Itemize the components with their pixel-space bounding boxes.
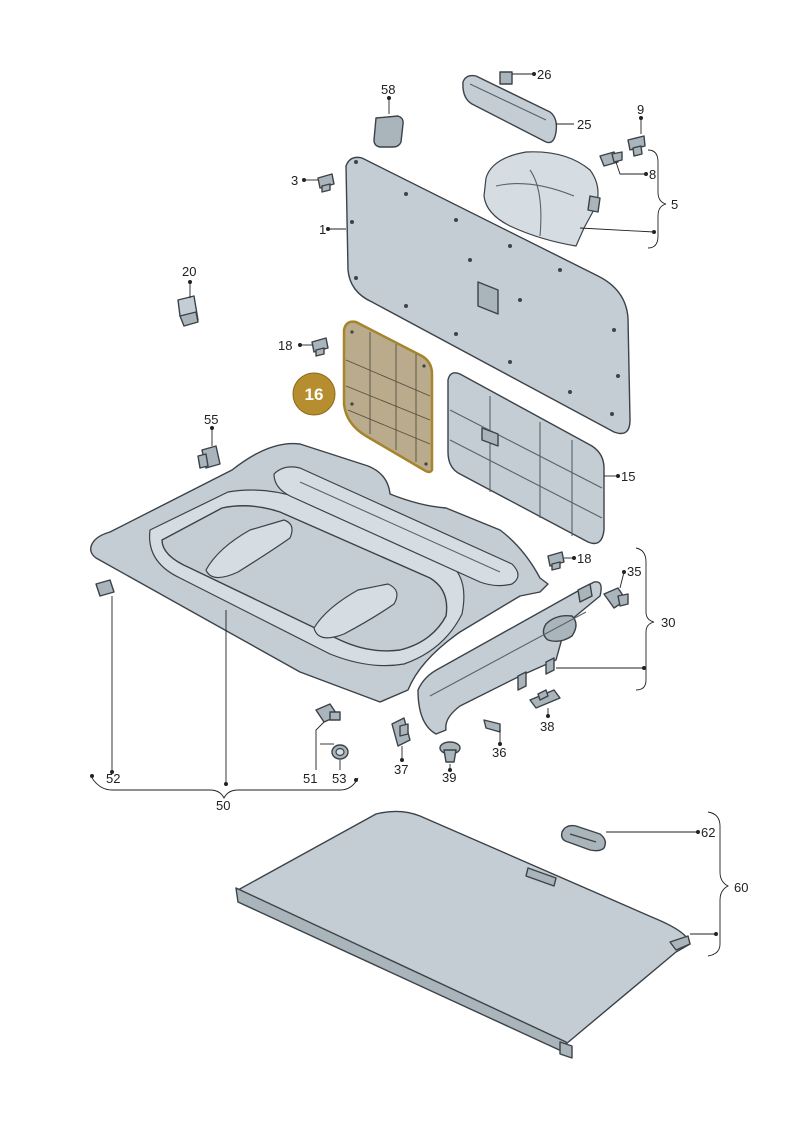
- part-5-cover[interactable]: [483, 151, 601, 247]
- part-15-ribs: [449, 396, 603, 536]
- part-1-panel[interactable]: [345, 156, 631, 435]
- part-51-clip[interactable]: [315, 703, 341, 723]
- label-18-upper: 18: [278, 338, 292, 353]
- label-35: 35: [627, 564, 641, 579]
- part-36-screw[interactable]: [483, 719, 501, 733]
- part-37-clip[interactable]: [391, 717, 411, 747]
- part-38-clip[interactable]: [529, 689, 561, 709]
- part-1-holes: [350, 160, 620, 416]
- part-20-bracket[interactable]: [177, 295, 199, 327]
- part-35-clip[interactable]: [603, 587, 629, 609]
- part-53-grommet[interactable]: [331, 744, 349, 760]
- part-8-clip[interactable]: [599, 151, 623, 167]
- label-36: 36: [492, 745, 506, 760]
- part-16-panel-highlighted[interactable]: [342, 320, 434, 474]
- part-52-clip[interactable]: [95, 579, 115, 597]
- part-62-handle[interactable]: [560, 824, 607, 852]
- label-20: 20: [182, 264, 196, 279]
- part-9-screw[interactable]: [627, 135, 646, 157]
- part-3-clip[interactable]: [317, 173, 335, 193]
- label-15: 15: [621, 469, 635, 484]
- part-58-cap[interactable]: [373, 115, 404, 148]
- label-8: 8: [649, 167, 656, 182]
- part-55-clip[interactable]: [197, 445, 221, 469]
- label-5: 5: [671, 197, 678, 212]
- leader-lines: [90, 72, 730, 957]
- label-30: 30: [661, 615, 675, 630]
- label-53: 53: [332, 771, 346, 786]
- label-3: 3: [291, 173, 298, 188]
- label-55: 55: [204, 412, 218, 427]
- label-9: 9: [637, 102, 644, 117]
- part-18-clip-lower[interactable]: [547, 551, 565, 571]
- label-1: 1: [319, 222, 326, 237]
- part-25-trim-strip[interactable]: [462, 71, 558, 144]
- label-18-lower: 18: [577, 551, 591, 566]
- part-39-plug[interactable]: [439, 741, 461, 763]
- part-18-clip-upper[interactable]: [311, 337, 329, 357]
- part-60-luggage-cover[interactable]: [235, 810, 691, 1059]
- label-62: 62: [701, 825, 715, 840]
- highlight-badge-16[interactable]: 16: [292, 372, 336, 416]
- part-labels: 26 25 58 9 8 5 3 1 20 18 15 55 18 35 30 …: [106, 67, 748, 895]
- part-15-panel[interactable]: [447, 372, 605, 545]
- part-16-grid: [345, 332, 431, 462]
- label-60: 60: [734, 880, 748, 895]
- label-26: 26: [537, 67, 551, 82]
- label-39: 39: [442, 770, 456, 785]
- part-30-side-trim[interactable]: [417, 581, 602, 735]
- label-38: 38: [540, 719, 554, 734]
- label-51: 51: [303, 771, 317, 786]
- label-37: 37: [394, 762, 408, 777]
- label-52: 52: [106, 771, 120, 786]
- part-50-floor-tray[interactable]: [89, 442, 549, 703]
- label-58: 58: [381, 82, 395, 97]
- label-25: 25: [577, 117, 591, 132]
- label-50: 50: [216, 798, 230, 813]
- badge-16-label: 16: [305, 385, 324, 404]
